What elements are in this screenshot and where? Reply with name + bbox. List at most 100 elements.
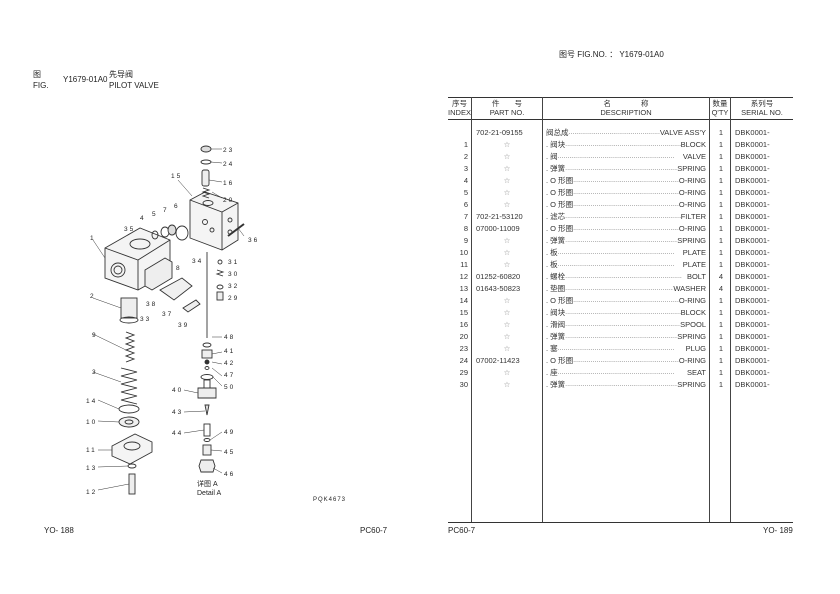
row-part-no: ☆ <box>503 380 511 389</box>
row-description: . 板.....................................… <box>546 247 706 259</box>
row-index: 3 <box>463 164 468 173</box>
header-serial-en: SERIAL NO. <box>741 108 783 117</box>
row-qty: 1 <box>718 128 724 137</box>
row-description: . 阀块....................................… <box>546 307 706 319</box>
row-serial: DBK0001- <box>735 296 770 305</box>
header-serial: 系列号 SERIAL NO. <box>731 99 793 118</box>
row-qty: 1 <box>718 308 724 317</box>
row-description: . 滑阀....................................… <box>546 319 706 331</box>
row-desc-en: BLOCK <box>680 140 706 149</box>
row-serial: DBK0001- <box>735 380 770 389</box>
row-qty: 1 <box>718 380 724 389</box>
row-index: 6 <box>463 200 468 209</box>
plate-11 <box>111 433 153 465</box>
row-part-no: 07002-11423 <box>476 356 520 365</box>
row-description: . 垫圈....................................… <box>546 283 706 295</box>
table-row: 5☆. O 形圈................................… <box>448 187 793 199</box>
table-row: 4☆. O 形圈................................… <box>448 175 793 187</box>
row-part-no: ☆ <box>503 200 511 209</box>
row-desc-en: WASHER <box>673 284 706 293</box>
callout-33: 33 <box>140 316 151 323</box>
callout-44: 44 <box>172 430 183 437</box>
row-desc-en: SPOOL <box>680 320 706 329</box>
callout-16: 16 <box>223 180 234 187</box>
callout-29: 29 <box>228 295 239 302</box>
callout-32: 32 <box>228 283 239 290</box>
row-description: . O 形圈..................................… <box>546 187 706 199</box>
callout-14: 14 <box>86 398 97 405</box>
row-desc-en: O-RING <box>678 296 706 305</box>
leader-dots: ........................................… <box>573 201 679 208</box>
leader-dots: ........................................… <box>573 297 679 304</box>
callout-39: 39 <box>178 322 189 329</box>
row-index: 2 <box>463 152 468 161</box>
table-top-rule <box>448 97 793 98</box>
row-qty: 1 <box>718 248 724 257</box>
row-index: 7 <box>463 212 468 221</box>
row-qty: 1 <box>718 224 724 233</box>
row-serial: DBK0001- <box>735 140 770 149</box>
row-desc-en: FILTER <box>680 212 706 221</box>
row-part-no: 702-21-09155 <box>476 128 523 137</box>
header-desc-en: DESCRIPTION <box>600 108 652 117</box>
row-qty: 1 <box>718 164 724 173</box>
row-description: . 弹簧....................................… <box>546 331 706 343</box>
header-qty-cn: 数量 <box>712 99 728 108</box>
header-part: 件 号 PART NO. <box>472 99 542 118</box>
row-description: . 弹簧....................................… <box>546 163 706 175</box>
row-index: 20 <box>459 332 468 341</box>
detail-label-en: Detail A <box>197 490 222 497</box>
row-desc-cn: . 螺栓 <box>546 272 566 281</box>
oring-24 <box>200 159 212 165</box>
row-qty: 1 <box>718 368 724 377</box>
row-description: . O 形圈..................................… <box>546 295 706 307</box>
row-qty: 1 <box>718 296 724 305</box>
row-part-no: ☆ <box>503 308 511 317</box>
row-desc-cn: . 滑阀 <box>546 320 566 329</box>
callout-5: 5 <box>152 211 158 218</box>
row-qty: 4 <box>718 272 724 281</box>
row-description: . O 形圈..................................… <box>546 175 706 187</box>
row-qty: 4 <box>718 284 724 293</box>
row-desc-cn: . 滤芯 <box>546 212 566 221</box>
callout-12: 12 <box>86 489 97 496</box>
callout-36: 36 <box>248 237 259 244</box>
right-model: PC60-7 <box>448 526 476 535</box>
row-part-no: ☆ <box>503 260 511 269</box>
row-desc-en: SPRING <box>677 332 706 341</box>
row-desc-cn: . 弹簧 <box>546 380 566 389</box>
row-index: 30 <box>459 380 468 389</box>
row-desc-cn: . O 形圈 <box>546 296 574 305</box>
row-description: . 弹簧....................................… <box>546 235 706 247</box>
row-part-no: ☆ <box>503 152 511 161</box>
leader-dots: ........................................… <box>557 369 675 376</box>
callout-2: 2 <box>90 293 96 300</box>
leader-dots: ........................................… <box>565 165 678 172</box>
table-row: 16☆. 滑阀.................................… <box>448 319 793 331</box>
leader-dots: ........................................… <box>565 273 682 280</box>
row-serial: DBK0001- <box>735 200 770 209</box>
callout-38: 38 <box>146 301 157 308</box>
leader-dots: ........................................… <box>565 213 681 220</box>
row-index: 5 <box>463 188 468 197</box>
callout-30: 30 <box>228 271 239 278</box>
header-serial-cn: 系列号 <box>750 99 774 108</box>
row-qty: 1 <box>718 236 724 245</box>
row-part-no: ☆ <box>503 320 511 329</box>
header-part-en: PART NO. <box>489 108 525 117</box>
row-desc-en: SPRING <box>677 236 706 245</box>
detail-label-cn: 详图 A <box>197 481 218 488</box>
row-serial: DBK0001- <box>735 164 770 173</box>
callout-50: 50 <box>224 384 235 391</box>
row-qty: 1 <box>718 212 724 221</box>
row-desc-en: O-RING <box>678 188 706 197</box>
leader-dots: ........................................… <box>565 381 678 388</box>
table-row: 30 ☆ . 弹簧.................................… <box>448 379 793 391</box>
leader-dots: ........................................… <box>568 129 660 136</box>
table-bottom-rule <box>448 522 793 523</box>
row-desc-en: VALVE ASS'Y <box>659 128 706 137</box>
row-part-no: ☆ <box>503 332 511 341</box>
row-desc-en: PLATE <box>682 248 706 257</box>
